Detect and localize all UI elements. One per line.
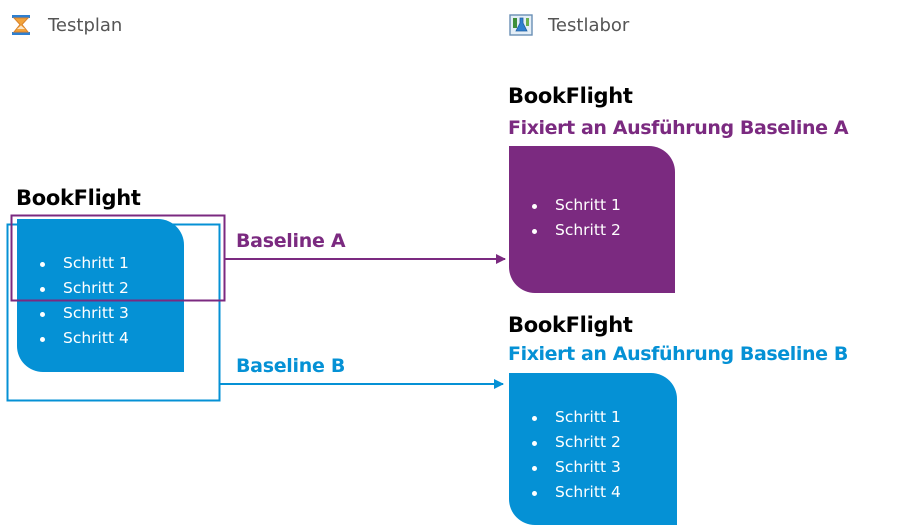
- testlabor-label: Testlabor: [548, 14, 630, 36]
- testplan-label: Testplan: [48, 14, 123, 36]
- step-item: Schritt 4: [17, 326, 184, 351]
- step-item: Schritt 1: [509, 405, 677, 430]
- baseline-a-label: Baseline A: [236, 230, 346, 252]
- target-b-subtitle: Fixiert an Ausführung Baseline B: [508, 343, 848, 365]
- step-item: Schritt 2: [17, 276, 184, 301]
- step-item: Schritt 2: [509, 430, 677, 455]
- step-item: Schritt 1: [17, 251, 184, 276]
- source-step-list: Schritt 1 Schritt 2 Schritt 3 Schritt 4: [17, 251, 184, 351]
- testplan-icon: [8, 12, 34, 38]
- source-title: BookFlight: [16, 186, 141, 210]
- baseline-a-frame: [10, 214, 226, 302]
- step-item: Schritt 1: [509, 193, 675, 218]
- target-a-subtitle: Fixiert an Ausführung Baseline A: [508, 117, 849, 139]
- step-item: Schritt 3: [509, 455, 677, 480]
- target-b-title: BookFlight: [508, 313, 633, 337]
- source-card: Schritt 1 Schritt 2 Schritt 3 Schritt 4: [17, 219, 184, 372]
- target-b-card: Schritt 1 Schritt 2 Schritt 3 Schritt 4: [509, 373, 677, 525]
- baseline-b-label: Baseline B: [236, 355, 346, 377]
- step-item: Schritt 4: [509, 480, 677, 505]
- target-a-title: BookFlight: [508, 84, 633, 108]
- target-a-card: Schritt 1 Schritt 2: [509, 146, 675, 293]
- target-b-step-list: Schritt 1 Schritt 2 Schritt 3 Schritt 4: [509, 405, 677, 505]
- testlabor-icon: [508, 12, 534, 38]
- baseline-b-frame: [6, 223, 221, 402]
- testplan-header: Testplan: [8, 12, 122, 38]
- testlabor-header: Testlabor: [508, 12, 629, 38]
- target-a-step-list: Schritt 1 Schritt 2: [509, 193, 675, 243]
- step-item: Schritt 3: [17, 301, 184, 326]
- step-item: Schritt 2: [509, 218, 675, 243]
